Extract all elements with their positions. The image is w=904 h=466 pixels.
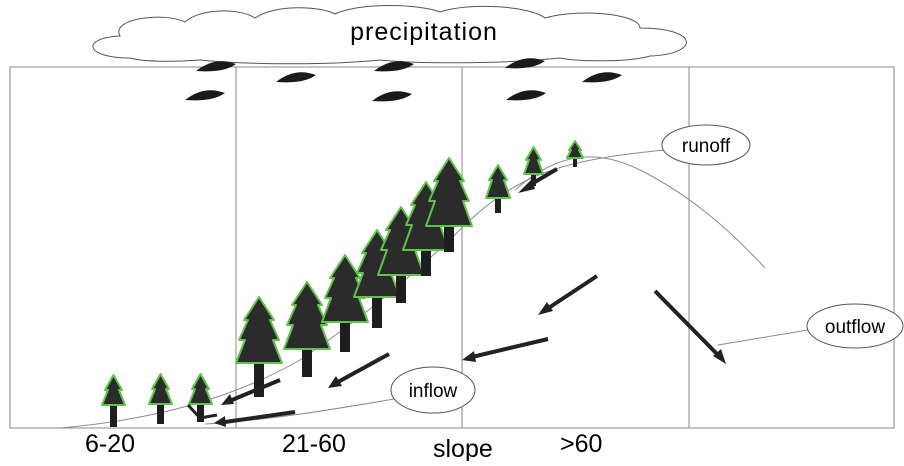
cloud-shape	[92, 5, 687, 65]
raindrop	[582, 72, 622, 83]
inflow-arrow	[214, 410, 296, 427]
tree	[523, 146, 544, 186]
flow-arrows	[186, 167, 726, 427]
cloud-label: precipitation	[350, 18, 498, 46]
runoff-arrow	[518, 167, 559, 193]
tree	[235, 296, 283, 397]
frame	[9, 66, 895, 429]
raindrop	[276, 72, 316, 83]
runoff-arrow	[221, 378, 281, 405]
slope-axis-title: slope	[433, 435, 493, 461]
hill-curve	[514, 156, 766, 269]
inflow-label: inflow	[409, 381, 458, 402]
tree	[148, 373, 173, 424]
outflow-label: outflow	[825, 317, 885, 338]
inflow-arrow	[538, 274, 599, 315]
runoff-label: runoff	[682, 136, 731, 157]
return-flow-hook	[186, 403, 218, 420]
raindrop	[196, 61, 236, 72]
tree	[485, 164, 511, 213]
cloud: precipitation	[92, 5, 687, 65]
callouts: runoff outflow inflow	[390, 124, 904, 414]
forest	[101, 140, 584, 427]
slope-category-label: 6-20	[85, 430, 135, 458]
inflow-arrow	[462, 337, 549, 362]
tree	[101, 374, 126, 427]
slope-axis: 6-20 21-60 slope >60	[85, 430, 602, 463]
inflow-callout: inflow	[390, 366, 476, 414]
tree	[425, 157, 473, 252]
raindrop	[374, 61, 414, 72]
raindrop	[372, 91, 412, 102]
raindrop	[506, 90, 546, 101]
outflow-leader-line	[717, 329, 809, 346]
tree	[566, 140, 584, 167]
frame-border	[9, 66, 895, 429]
runoff-callout: runoff	[661, 124, 751, 166]
raindrops	[185, 58, 622, 102]
tree	[283, 281, 331, 377]
tree	[188, 373, 213, 422]
slope-category-label: >60	[560, 430, 602, 458]
raindrop	[185, 90, 225, 101]
tree	[321, 254, 369, 352]
raindrop	[505, 58, 545, 69]
inflow-arrow	[328, 352, 390, 388]
outflow-arrow	[653, 289, 726, 364]
slope-surface-line	[59, 149, 666, 429]
outflow-callout: outflow	[806, 303, 904, 349]
slope-category-label: 21-60	[282, 430, 346, 458]
